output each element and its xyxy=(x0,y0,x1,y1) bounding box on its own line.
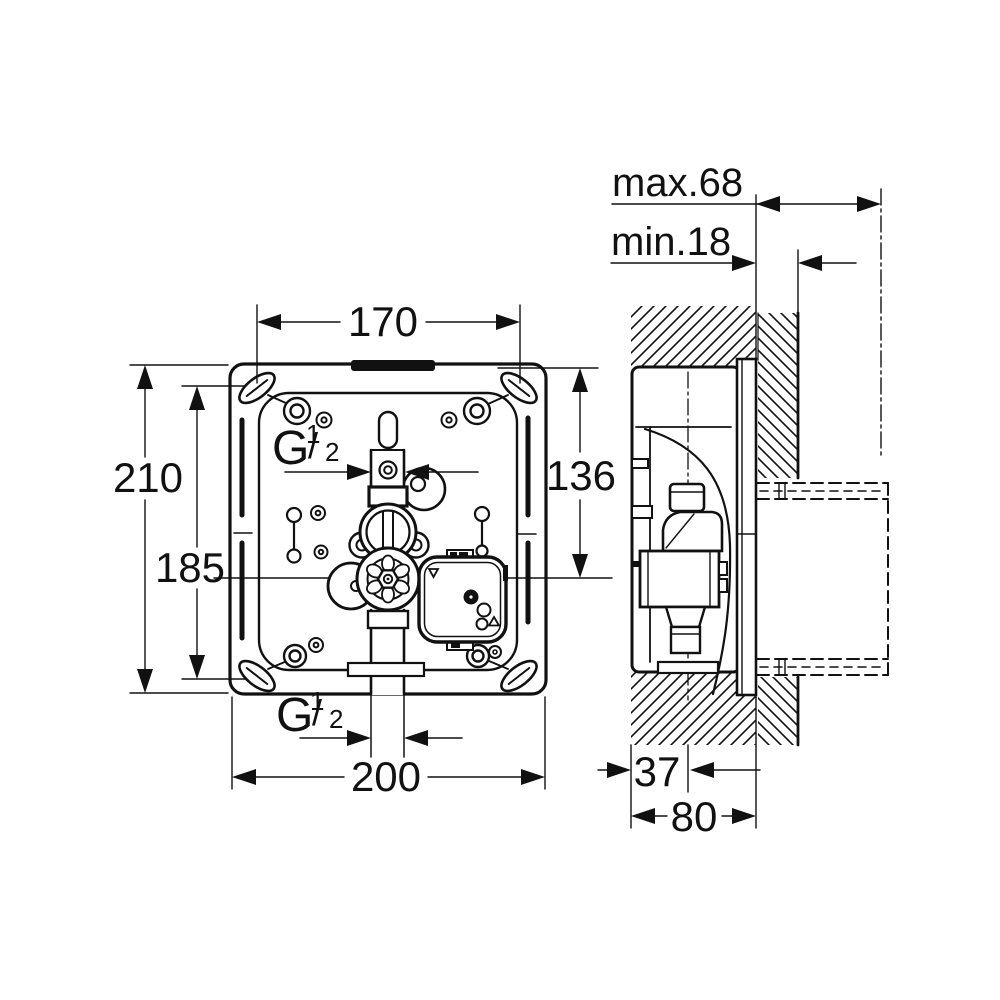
dim-210-label: 210 xyxy=(113,454,183,501)
cable-curve xyxy=(643,427,732,696)
wall-hatch-top xyxy=(631,306,756,367)
valve-profile xyxy=(631,427,732,696)
box-foot xyxy=(656,660,720,675)
capsule-hole xyxy=(377,410,399,450)
finished-wall-edges xyxy=(757,311,800,747)
dim-136-label: 136 xyxy=(546,452,616,499)
thread-bottom-letter: G xyxy=(276,689,313,742)
panel-shadow-bars xyxy=(239,415,531,641)
thread-bottom-numerator: 1 xyxy=(310,686,324,716)
panel-mid-ticks xyxy=(233,532,537,535)
thread-bottom-slash: / xyxy=(312,692,322,733)
dim-170-label: 170 xyxy=(348,298,418,345)
corner-slots xyxy=(238,371,538,693)
guide-pins xyxy=(285,505,491,564)
wall-hatch-bottom xyxy=(631,672,756,745)
dimension-min-depth: min.18 xyxy=(610,220,857,271)
hook-hole xyxy=(409,475,427,493)
thread-top-letter: G xyxy=(272,422,309,475)
thread-top-denominator: 2 xyxy=(325,437,339,467)
screw-bosses xyxy=(267,394,509,670)
pilot-holes xyxy=(308,411,458,653)
finished-wall-strip-bottom xyxy=(758,677,798,745)
bottom-tab xyxy=(346,661,426,678)
dimension-overall-width: 200 xyxy=(231,696,546,800)
side-extension-lines xyxy=(630,194,799,829)
finished-wall-strip-top xyxy=(758,313,798,478)
thread-label-top: G 1 / 2 xyxy=(272,419,479,480)
thread-top-numerator: 1 xyxy=(306,419,320,449)
front-view: 170 210 185 136 200 G xyxy=(113,298,616,800)
dim-80-label: 80 xyxy=(671,793,718,840)
dimension-overall-height: 210 xyxy=(113,364,229,694)
flush-valve-cover xyxy=(417,549,508,659)
control-knob xyxy=(355,546,421,612)
corner-slot-top-right xyxy=(500,371,538,405)
dimension-top-width: 170 xyxy=(256,298,521,384)
dimension-center-offset: 37 xyxy=(597,748,761,795)
corner-slot-top-left xyxy=(238,371,276,405)
thread-top-slash: / xyxy=(308,425,318,466)
supply-pipe-hidden xyxy=(756,482,889,676)
thread-label-bottom: G 1 / 2 xyxy=(276,686,463,746)
bottom-outlet-pipe xyxy=(366,608,410,758)
dimension-inlet-height: 136 xyxy=(497,367,616,578)
top-mounting-tab xyxy=(351,360,435,371)
thread-bottom-denominator: 2 xyxy=(329,704,343,734)
dim-max68-label: max.68 xyxy=(612,161,743,205)
corner-slot-bottom-right xyxy=(500,659,538,693)
front-plate xyxy=(735,357,758,697)
dim-37-label: 37 xyxy=(634,748,681,795)
stop-valve xyxy=(348,502,430,562)
dimension-overall-depth: 80 xyxy=(631,793,756,840)
dimension-screw-height: 185 xyxy=(155,385,246,680)
corner-slot-bottom-left xyxy=(238,659,276,693)
top-inlet-pipe xyxy=(367,448,409,508)
dimension-max-depth: max.68 xyxy=(611,161,881,212)
dim-185-label: 185 xyxy=(155,544,225,591)
dim-200-label: 200 xyxy=(351,753,421,800)
dim-min18-label: min.18 xyxy=(611,220,731,264)
side-view: max.68 min.18 37 80 xyxy=(597,161,889,840)
